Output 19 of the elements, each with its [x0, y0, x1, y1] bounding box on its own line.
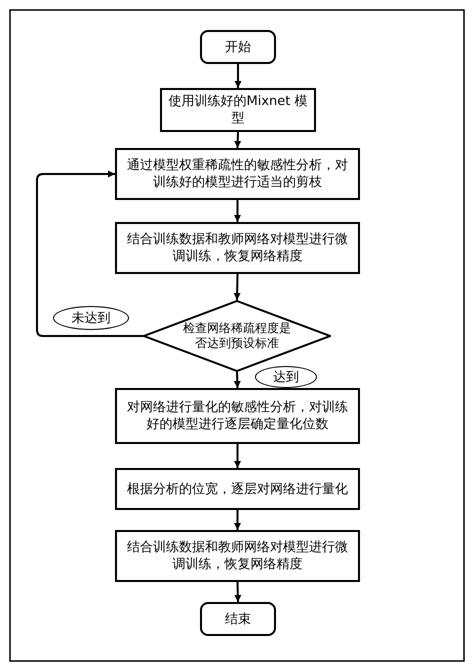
process-box: 对网络进行量化的敏感性分析，对训练好的模型进行逐层确定量化位数: [115, 388, 360, 444]
arrow: [234, 132, 242, 148]
process-box: 根据分析的位宽，逐层对网络进行量化: [115, 468, 360, 510]
process-box: 结合训练数据和教师网络对模型进行微调训练，恢复网络精度: [115, 530, 360, 582]
process-box: 使用训练好的Mixnet 模型: [160, 88, 316, 132]
edge-label: 未达到: [53, 306, 129, 330]
arrow: [234, 582, 242, 602]
arrow: [234, 510, 241, 530]
arrow: [234, 372, 241, 388]
process-box: 通过模型权重稀疏性的敏感性分析，对训练好的模型进行适当的剪枝: [115, 148, 360, 200]
arrow: [36, 170, 143, 337]
arrow: [234, 200, 241, 222]
terminal-box: 结束: [200, 602, 276, 636]
edge-label: 达到: [255, 366, 317, 388]
arrow: [234, 274, 241, 300]
arrow: [234, 64, 242, 88]
terminal-box: 开始: [200, 30, 276, 64]
arrow: [234, 444, 241, 468]
process-box: 结合训练数据和教师网络对模型进行微调训练，恢复网络精度: [115, 222, 360, 274]
